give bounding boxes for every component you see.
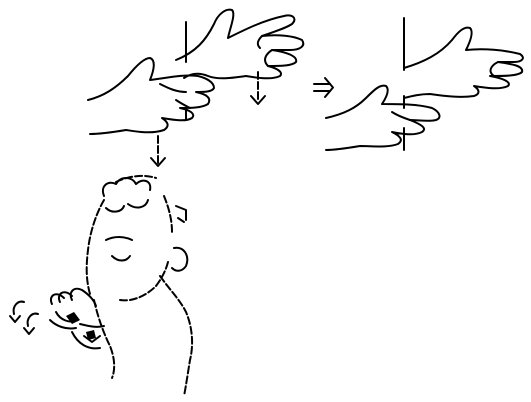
signer-temple-mark	[176, 206, 186, 222]
signer-figure-panel	[10, 176, 192, 396]
signer-hair	[103, 178, 150, 212]
end-lower-hand-finger-lines	[392, 112, 410, 120]
lower-hand	[88, 58, 214, 134]
upper-hand-finger-lines	[258, 36, 272, 66]
lower-hand-finger-lines	[160, 84, 190, 108]
end-upper-hand	[404, 28, 523, 98]
signer-eyebrow	[106, 237, 132, 240]
hand-motion-end-panel	[326, 18, 523, 150]
hand-motion-start-panel	[88, 10, 303, 166]
signer-neck	[160, 276, 192, 396]
curved-arrow-marks-icon	[10, 302, 38, 334]
end-upper-hand-finger-lines	[491, 62, 498, 76]
signer-ear	[172, 248, 187, 271]
upper-hand	[176, 10, 303, 79]
implies-arrow-icon	[314, 78, 333, 97]
signer-eye	[112, 256, 130, 261]
